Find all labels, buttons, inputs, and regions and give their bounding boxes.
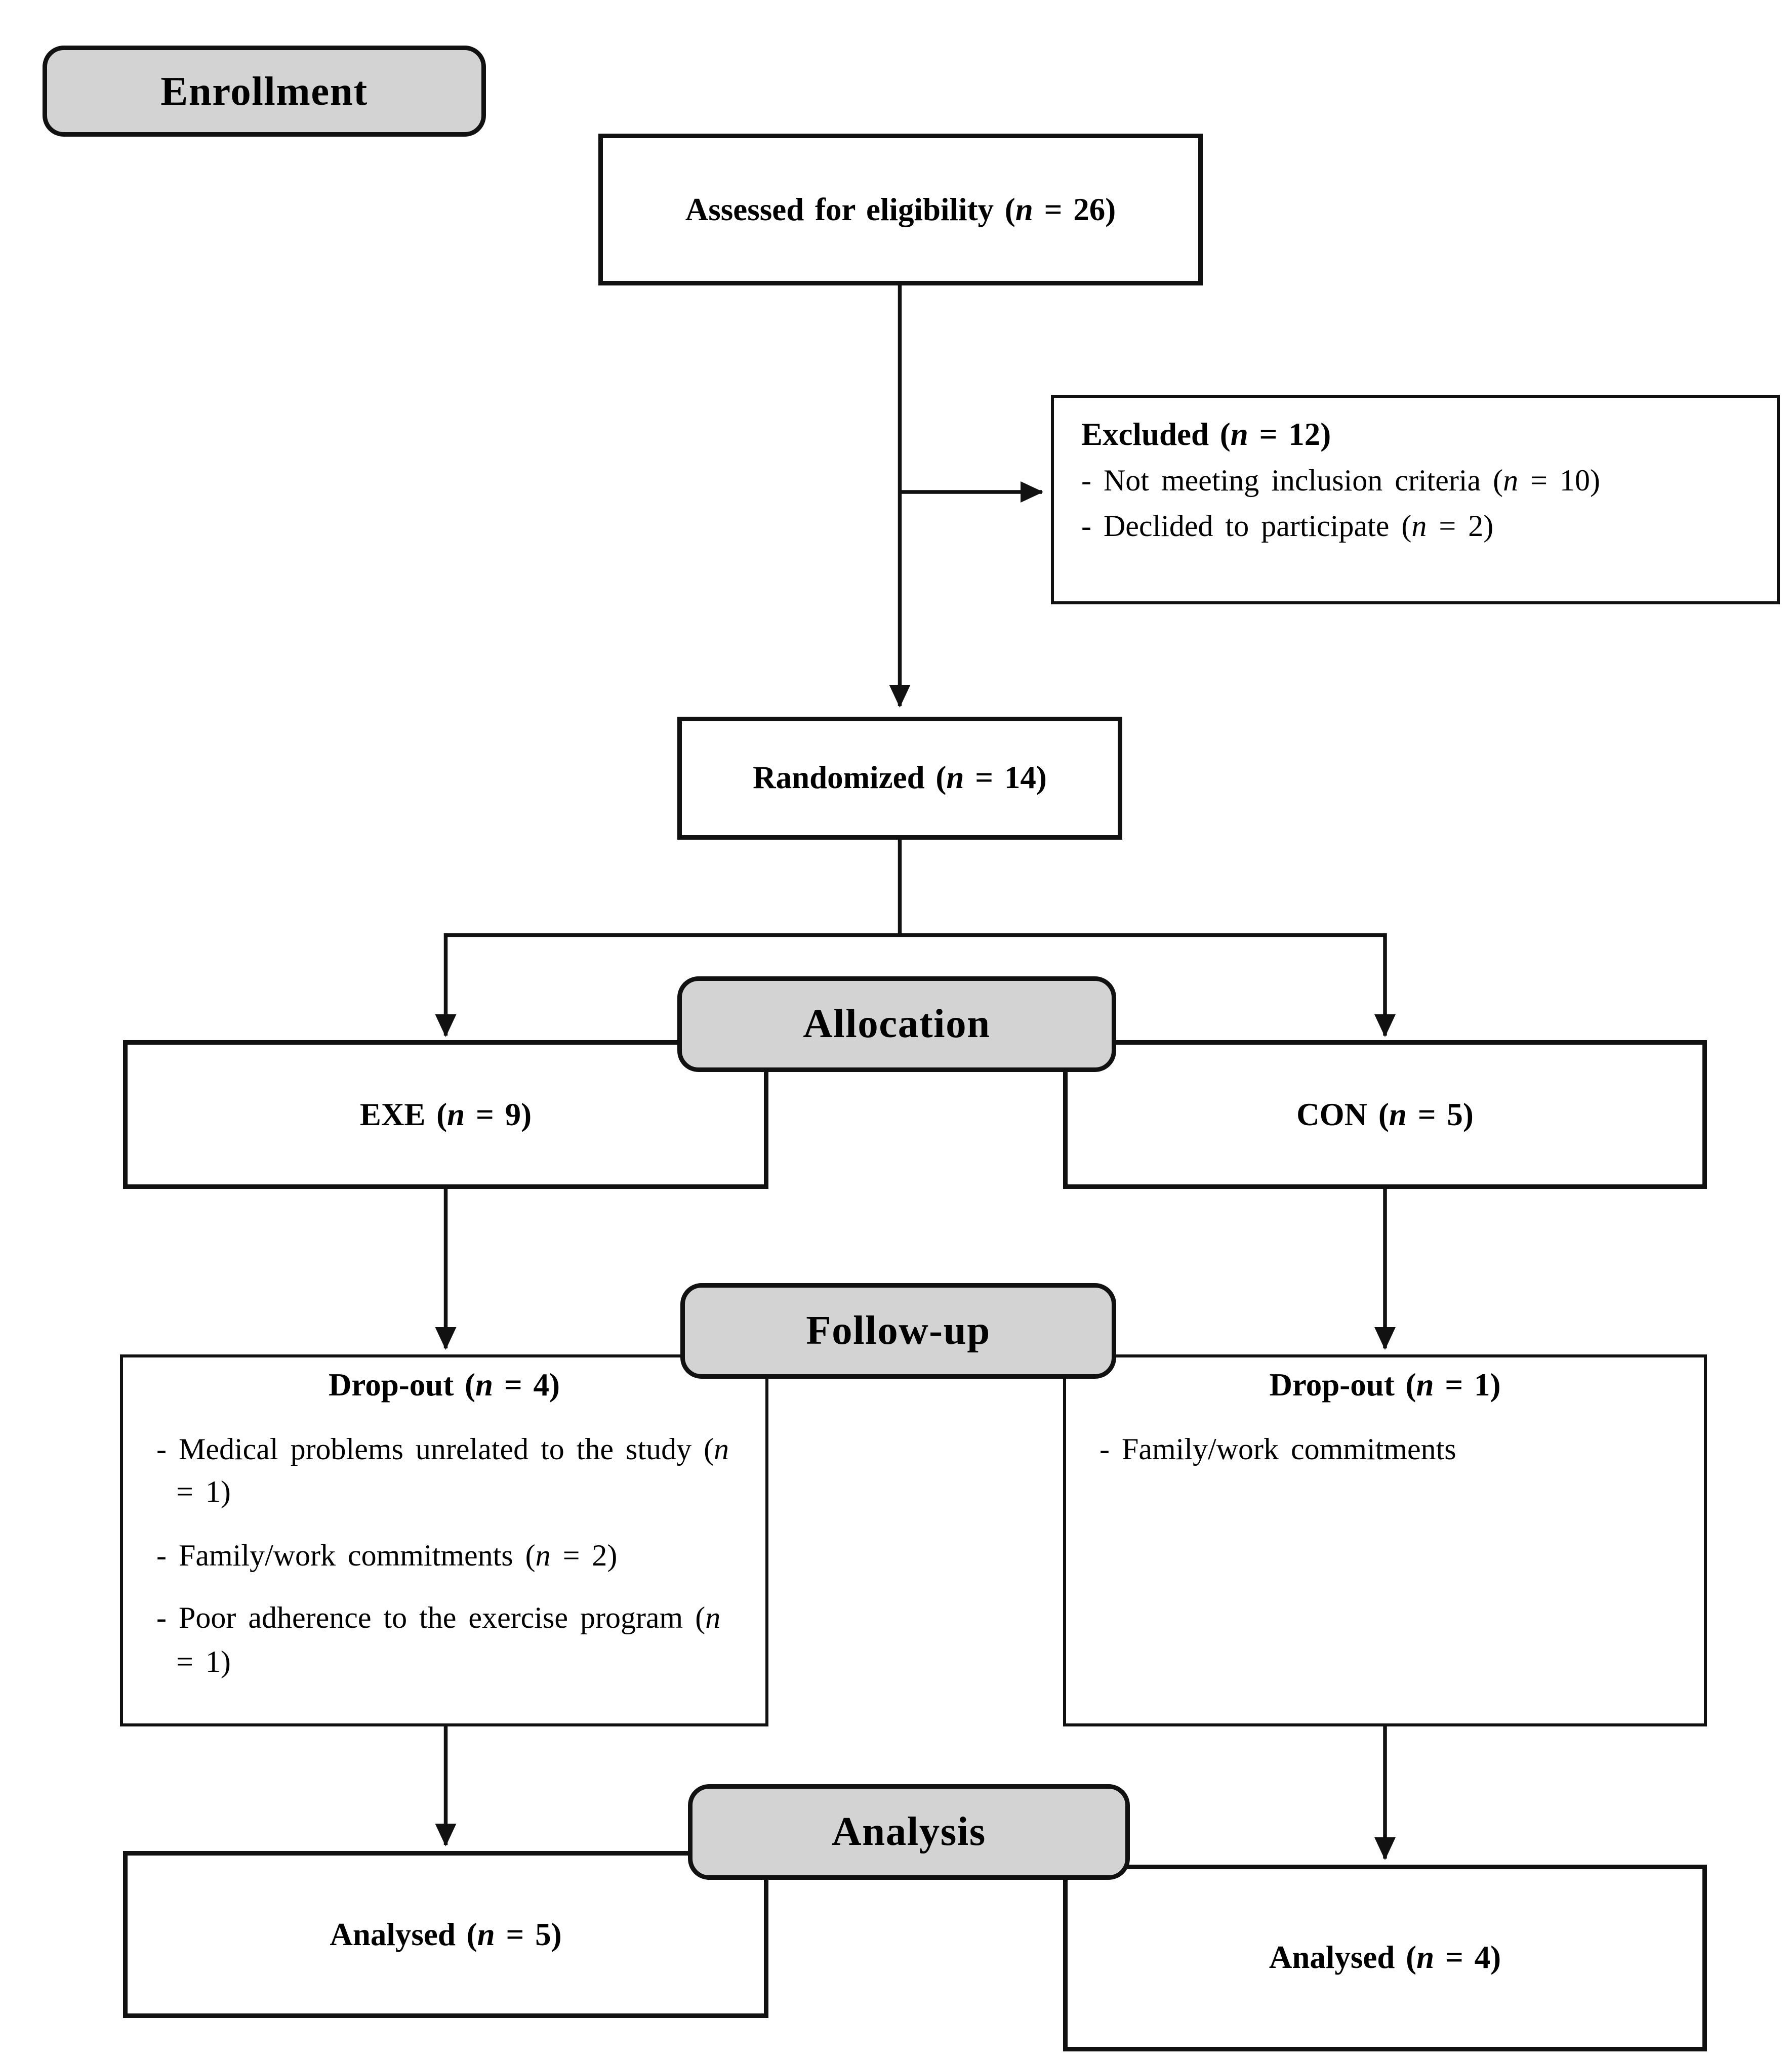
- randomized-label: Randomized (n = 14): [753, 759, 1047, 796]
- analysed-exe-box: Analysed (n = 5): [123, 1851, 768, 2018]
- excluded-item-declided: - Declided to participate (n = 2): [1081, 511, 1494, 545]
- stage-analysis: Analysis: [688, 1784, 1130, 1880]
- assessed-label: Assessed for eligibility (n = 26): [685, 190, 1116, 227]
- analysed-exe-label: Analysed (n = 5): [330, 1915, 562, 1952]
- dropout-con-item-family: - Family/work commitments: [1099, 1433, 1456, 1467]
- dropout-exe-item-medical: - Medical problems unrelated to the stud…: [156, 1433, 729, 1510]
- dropout-con-title: Drop-out (n = 1): [1269, 1367, 1501, 1403]
- stage-enrollment: Enrollment: [43, 46, 486, 137]
- con-group-box: CON (n = 5): [1063, 1040, 1707, 1189]
- dropout-exe-box: Drop-out (n = 4) - Medical problems unre…: [120, 1354, 768, 1726]
- dropout-exe-item-adherence: - Poor adherence to the exercise program…: [156, 1602, 721, 1679]
- randomized-box: Randomized (n = 14): [677, 717, 1122, 840]
- stage-allocation-label: Allocation: [803, 1001, 991, 1046]
- exe-group-box: EXE (n = 9): [123, 1040, 768, 1189]
- stage-followup-label: Follow-up: [806, 1307, 991, 1353]
- stage-allocation: Allocation: [677, 976, 1116, 1072]
- stage-analysis-label: Analysis: [832, 1808, 986, 1854]
- analysed-con-label: Analysed (n = 4): [1269, 1939, 1501, 1975]
- dropout-con-box: Drop-out (n = 1) - Family/work commitmen…: [1063, 1354, 1707, 1726]
- dropout-exe-items: - Medical problems unrelated to the stud…: [123, 1429, 765, 1684]
- analysed-con-box: Analysed (n = 4): [1063, 1865, 1707, 2051]
- stage-followup: Follow-up: [680, 1283, 1116, 1379]
- assessed-box: Assessed for eligibility (n = 26): [598, 134, 1203, 285]
- excluded-title: Excluded (n = 12): [1081, 416, 1331, 452]
- excluded-box: Excluded (n = 12) - Not meeting inclusio…: [1051, 395, 1780, 604]
- exe-group-label: EXE (n = 9): [359, 1095, 532, 1132]
- dropout-exe-item-family: - Family/work commitments (n = 2): [156, 1539, 618, 1573]
- stage-enrollment-label: Enrollment: [160, 67, 368, 113]
- dropout-exe-title: Drop-out (n = 4): [328, 1367, 560, 1403]
- excluded-item-inclusion: - Not meeting inclusion criteria (n = 10…: [1081, 465, 1600, 498]
- con-group-label: CON (n = 5): [1296, 1095, 1474, 1132]
- dropout-con-items: - Family/work commitments: [1066, 1429, 1704, 1472]
